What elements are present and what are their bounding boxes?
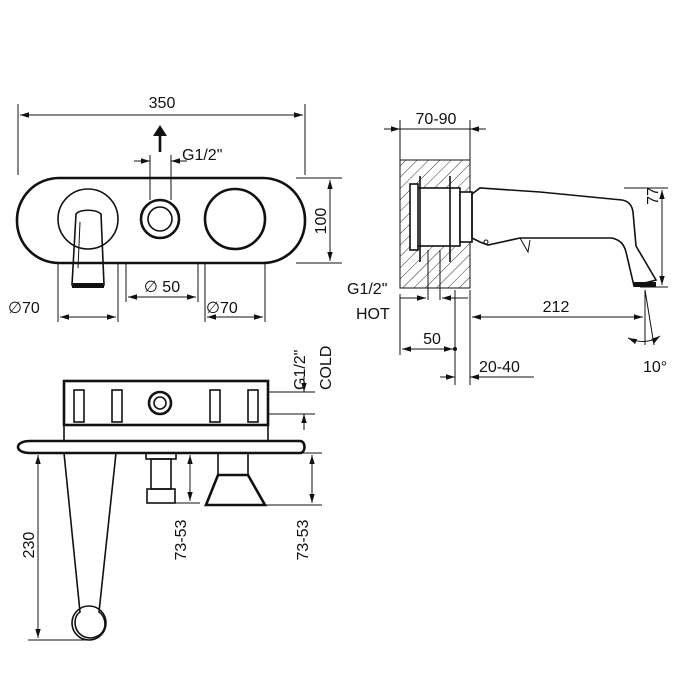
side-view: 70-90 77 G1/2" HOT 212 bbox=[347, 111, 668, 385]
hot-label: HOT bbox=[356, 306, 390, 323]
box-slot bbox=[247, 389, 259, 423]
angle-arc bbox=[627, 335, 661, 345]
lever-top bbox=[63, 452, 117, 639]
center-outlet-inner bbox=[147, 206, 173, 232]
box-slot bbox=[209, 389, 221, 423]
wall-depth-label: 70-90 bbox=[416, 111, 457, 128]
spout-height-label: 77 bbox=[645, 187, 662, 205]
top-plate bbox=[16, 439, 306, 455]
lever-end bbox=[71, 605, 107, 641]
cold-label: COLD bbox=[318, 346, 335, 390]
left-handle-rosette bbox=[57, 188, 119, 250]
inlet-arrow-head bbox=[153, 125, 167, 136]
offset-point bbox=[453, 347, 457, 351]
box-slot bbox=[73, 389, 85, 423]
stem bbox=[150, 458, 172, 490]
right-knob bbox=[203, 187, 267, 251]
center-outlet-ring bbox=[139, 198, 181, 240]
cold-thread-label: G1/2" bbox=[292, 350, 309, 390]
valve-body bbox=[415, 187, 461, 247]
cold-inlet-ring bbox=[147, 390, 173, 416]
front-view: 350 G1/2" 100 ∅ 50 bbox=[8, 95, 342, 322]
lever-handle bbox=[71, 209, 105, 286]
aerator bbox=[634, 282, 656, 287]
plate-label: 20-40 bbox=[479, 359, 520, 376]
lever-length-label: 230 bbox=[21, 532, 38, 559]
hot-thread-label: G1/2" bbox=[347, 281, 387, 298]
offset-label: 50 bbox=[423, 331, 441, 348]
spout-length-label: 212 bbox=[543, 299, 570, 316]
knob bbox=[204, 473, 268, 507]
height-label: 100 bbox=[313, 208, 330, 235]
right-stem-label: 73-53 bbox=[295, 519, 312, 560]
lever-tip bbox=[72, 283, 104, 288]
stem-nut bbox=[146, 488, 176, 504]
angle-label: 10° bbox=[643, 359, 667, 376]
angle-line bbox=[644, 289, 655, 346]
cold-inlet-inner bbox=[153, 396, 167, 410]
left-stem-label: 73-53 bbox=[173, 519, 190, 560]
spout bbox=[471, 187, 658, 287]
inlet-label: G1/2" bbox=[182, 147, 222, 164]
width-label: 350 bbox=[149, 95, 176, 112]
valve-base bbox=[63, 424, 269, 442]
valve-flange bbox=[409, 183, 419, 251]
left-diameter-label: ∅70 bbox=[8, 300, 40, 317]
plate-section bbox=[459, 191, 473, 243]
spout-screw bbox=[483, 239, 489, 245]
lever-detail bbox=[77, 221, 81, 269]
center-diameter-label: ∅ 50 bbox=[144, 279, 180, 296]
box-slot bbox=[111, 389, 123, 423]
knob-neck bbox=[217, 452, 249, 476]
right-diameter-label: ∅70 bbox=[206, 300, 238, 317]
spout-detail bbox=[519, 237, 531, 254]
cover-plate bbox=[15, 176, 307, 265]
top-view: G1/2" COLD 230 73-53 73-53 bbox=[16, 346, 335, 641]
